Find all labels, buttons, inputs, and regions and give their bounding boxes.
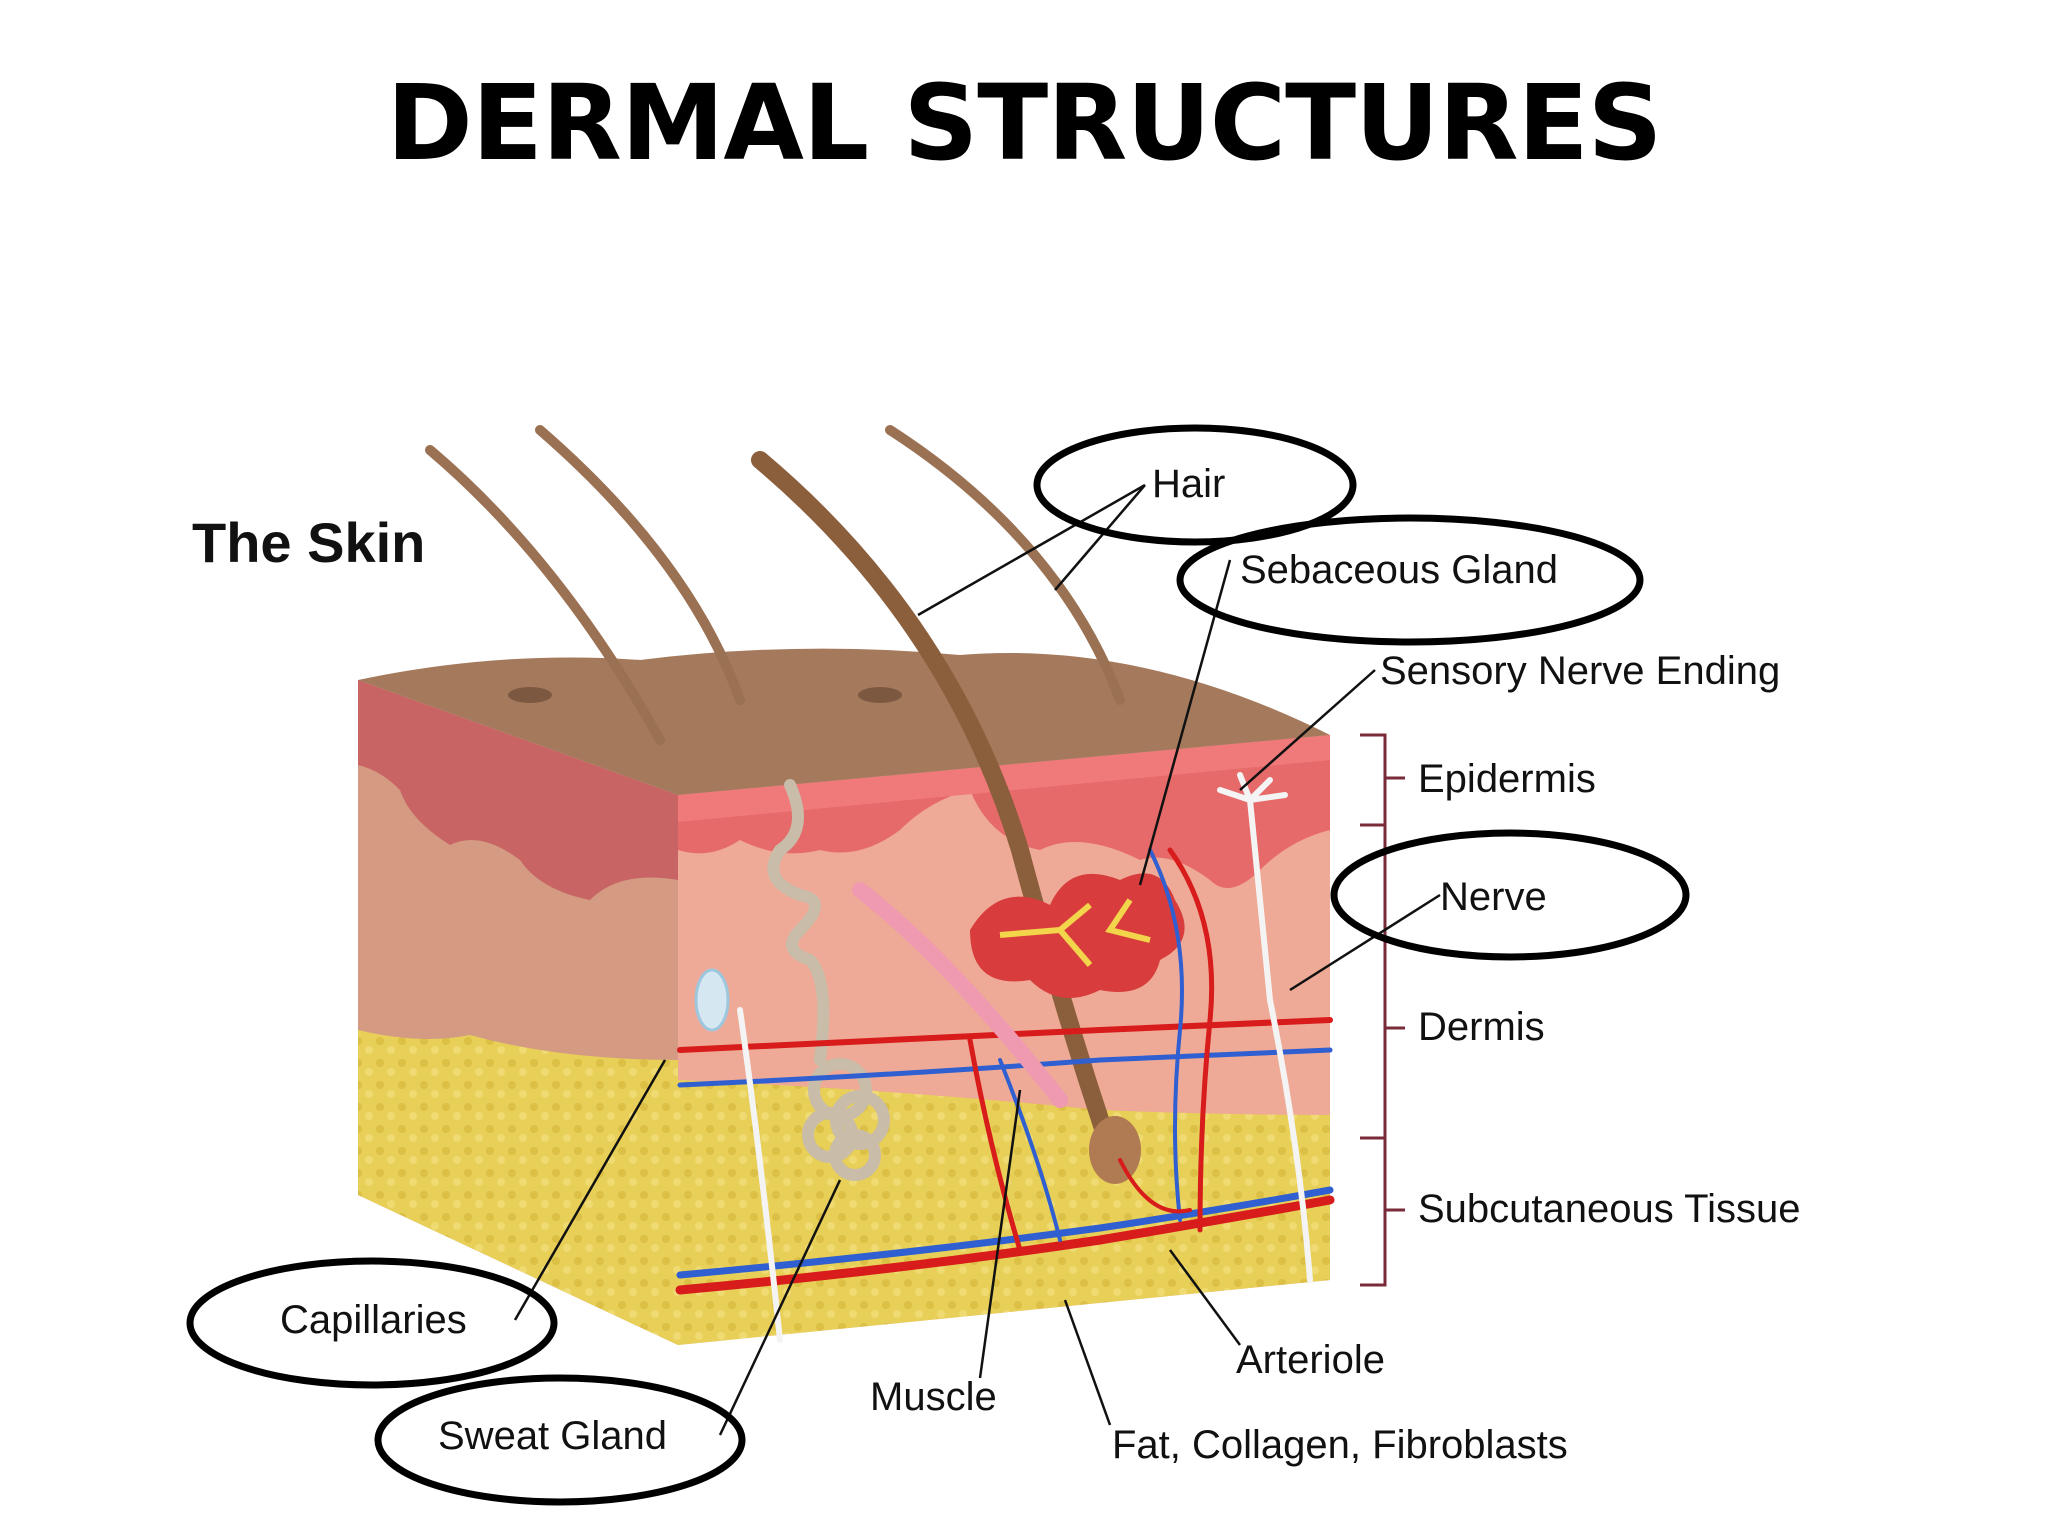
hair-follicle-bulb <box>1089 1116 1141 1184</box>
label-subcutaneous-tissue: Subcutaneous Tissue <box>1418 1187 1800 1231</box>
hair-main <box>751 451 1119 1159</box>
label-muscle: Muscle <box>870 1375 997 1419</box>
slide-title: DERMAL STRUCTURES <box>386 62 1662 184</box>
label-arteriole: Arteriole <box>1236 1338 1385 1382</box>
artery <box>677 1017 1333 1053</box>
label-nerve: Nerve <box>1440 875 1547 919</box>
left-face-epidermis <box>358 680 678 900</box>
label-fat-collagen-fibroblasts: Fat, Collagen, Fibroblasts <box>1112 1423 1568 1467</box>
left-face-fat <box>358 1030 678 1345</box>
label-dermis: Dermis <box>1418 1005 1545 1049</box>
label-sensory-nerve-ending: Sensory Nerve Ending <box>1380 649 1780 693</box>
artery <box>967 1037 1023 1253</box>
label-epidermis: Epidermis <box>1418 757 1596 801</box>
highlight-hair <box>1033 424 1357 546</box>
touch-receptor <box>694 968 730 1032</box>
highlight-ellipses <box>186 424 1690 1506</box>
nerve-fiber <box>737 1007 783 1343</box>
highlight-sebaceous-gland <box>1176 514 1644 646</box>
highlight-sweat-gland <box>374 1374 746 1506</box>
vein <box>677 1047 1333 1088</box>
pore <box>858 687 902 703</box>
hair-shaft <box>535 425 745 705</box>
arrector-pili-muscle <box>852 882 1068 1108</box>
label-sweat-gland: Sweat Gland <box>438 1414 667 1458</box>
blood-vessels <box>675 847 1335 1295</box>
artery <box>1167 847 1215 1233</box>
sweat-gland <box>767 779 890 1181</box>
hairs <box>425 425 1141 1184</box>
figure-heading: The Skin <box>192 511 425 574</box>
label-capillaries: Capillaries <box>280 1298 467 1342</box>
arteriole <box>1118 1158 1192 1214</box>
hair-shaft <box>425 445 665 745</box>
layer-bracket <box>1360 733 1405 1287</box>
highlight-nerve <box>1330 829 1690 961</box>
sensory-nerve-ending <box>1217 772 1288 803</box>
label-sebaceous-gland: Sebaceous Gland <box>1240 548 1558 592</box>
skin-block <box>358 648 1330 1345</box>
vein <box>1148 848 1184 1222</box>
highlight-capillaries <box>186 1257 558 1389</box>
nerve-fiber <box>1247 797 1313 1283</box>
skin-surface <box>358 648 1330 795</box>
pore <box>508 687 552 703</box>
vein <box>998 1058 1062 1242</box>
label-hair: Hair <box>1152 462 1225 506</box>
artery <box>675 1195 1335 1295</box>
hair-shaft <box>885 425 1125 705</box>
nerves <box>694 772 1313 1343</box>
sebaceous-gland <box>970 873 1185 998</box>
